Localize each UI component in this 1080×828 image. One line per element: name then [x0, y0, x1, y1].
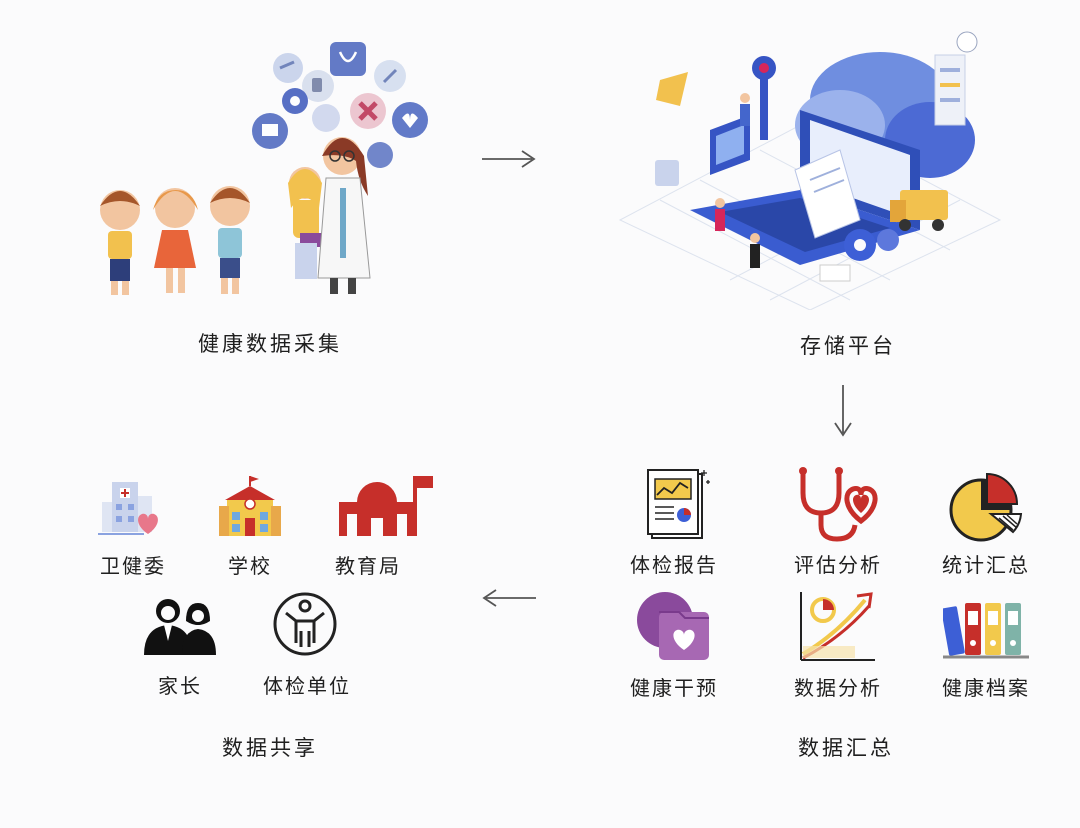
- sharing-item-label: 家长: [158, 674, 202, 698]
- sharing-title: 数据共享: [222, 736, 318, 760]
- binders-icon: [943, 597, 1029, 661]
- growth-chart-icon: [797, 588, 879, 668]
- education-bureau-icon: [337, 472, 437, 538]
- children-figures: [100, 186, 250, 295]
- medical-bubbles: [252, 42, 428, 168]
- report-icon: [642, 466, 714, 546]
- arrow-right-icon: [480, 148, 538, 170]
- collection-title: 健康数据采集: [198, 332, 342, 356]
- summary-item-label: 健康干预: [630, 676, 718, 700]
- data-collection-illustration: [90, 38, 450, 303]
- summary-item-label: 体检报告: [630, 553, 718, 577]
- summary-item-label: 健康档案: [942, 676, 1030, 700]
- arrow-down-icon: [832, 383, 854, 439]
- storage-title: 存储平台: [800, 334, 896, 358]
- person-body-icon: [272, 591, 338, 657]
- school-icon: [217, 472, 283, 540]
- sharing-item-label: 体检单位: [263, 674, 351, 698]
- summary-title: 数据汇总: [798, 736, 894, 760]
- sharing-item-label: 学校: [228, 554, 272, 578]
- summary-item-label: 数据分析: [794, 676, 882, 700]
- heart-folder-icon: [635, 588, 717, 666]
- sharing-item-label: 卫健委: [100, 554, 166, 578]
- parents-icon: [140, 595, 220, 657]
- summary-item-label: 统计汇总: [942, 553, 1030, 577]
- stethoscope-heart-icon: [795, 465, 887, 545]
- pie-chart-icon: [947, 470, 1029, 546]
- hospital-icon: [98, 474, 164, 540]
- arrow-left-icon: [480, 587, 538, 609]
- doctor-and-patient: [288, 137, 371, 294]
- storage-platform-illustration: [600, 20, 1020, 310]
- sharing-item-label: 教育局: [335, 554, 401, 578]
- summary-item-label: 评估分析: [794, 553, 882, 577]
